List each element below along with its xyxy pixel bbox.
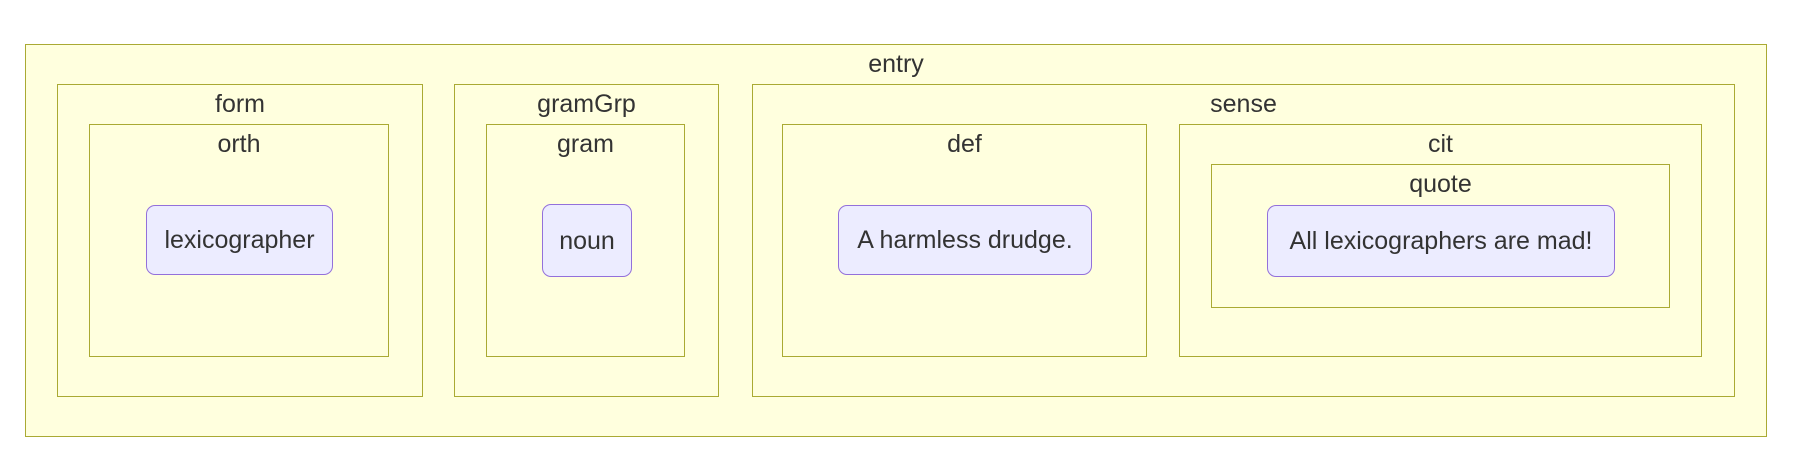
- node-noun: noun: [542, 204, 632, 277]
- cluster-def-label: def: [947, 130, 982, 158]
- cluster-entry-label: entry: [868, 50, 924, 78]
- node-def-value-text: A harmless drudge.: [857, 226, 1073, 254]
- cluster-form-label: form: [215, 90, 265, 118]
- node-noun-text: noun: [559, 226, 615, 255]
- node-lexicographer-text: lexicographer: [164, 226, 315, 254]
- cluster-quote-label: quote: [1409, 170, 1472, 198]
- node-quote-value-text: All lexicographers are mad!: [1289, 227, 1593, 255]
- cluster-gramgrp-label: gramGrp: [537, 90, 636, 118]
- cluster-orth-label: orth: [217, 130, 261, 158]
- cluster-sense-label: sense: [1210, 90, 1277, 118]
- node-lexicographer: lexicographer: [146, 205, 333, 275]
- node-def-value: A harmless drudge.: [838, 205, 1092, 275]
- cluster-gram-label: gram: [557, 130, 614, 158]
- node-quote-value: All lexicographers are mad!: [1267, 205, 1615, 277]
- cluster-cit-label: cit: [1428, 130, 1453, 158]
